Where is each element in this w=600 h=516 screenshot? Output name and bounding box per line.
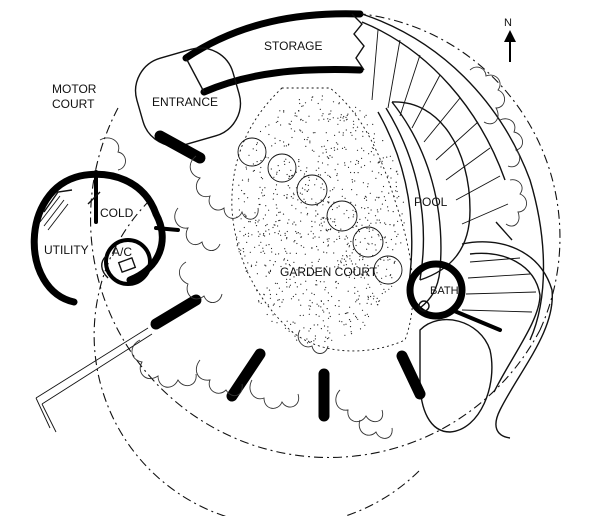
trees: [99, 66, 527, 439]
cold-label: COLD: [100, 206, 134, 220]
entrance-area: [134, 47, 242, 147]
ac-label: A/C: [112, 245, 132, 259]
entrance-label: ENTRANCE: [152, 95, 218, 109]
garden-court-label: GARDEN COURT: [280, 265, 378, 279]
structural-piers: [150, 130, 426, 422]
garden-court-edge: [231, 87, 414, 352]
storage-label: STORAGE: [264, 39, 322, 53]
pool-area: [361, 13, 545, 341]
courtyard-boundary: [93, 199, 421, 516]
bath-label: BATH: [430, 285, 459, 297]
bath-room: [406, 260, 502, 332]
lower-right-pad: [419, 318, 493, 433]
utility-label: UTILITY: [44, 243, 89, 257]
storage-wing: [182, 10, 365, 96]
terrace: [461, 241, 553, 439]
motor-court-label-line2: COURT: [52, 97, 95, 111]
utility-room: [30, 170, 180, 306]
pool-label: POOL: [414, 195, 448, 209]
motor-court-label-line1: MOTOR: [52, 82, 97, 96]
garden-court-area: [236, 95, 405, 344]
north-label: N: [504, 17, 512, 29]
north-arrow-icon: N: [504, 17, 516, 62]
stepping-stones: [237, 137, 403, 285]
site-boundary: [90, 13, 561, 458]
